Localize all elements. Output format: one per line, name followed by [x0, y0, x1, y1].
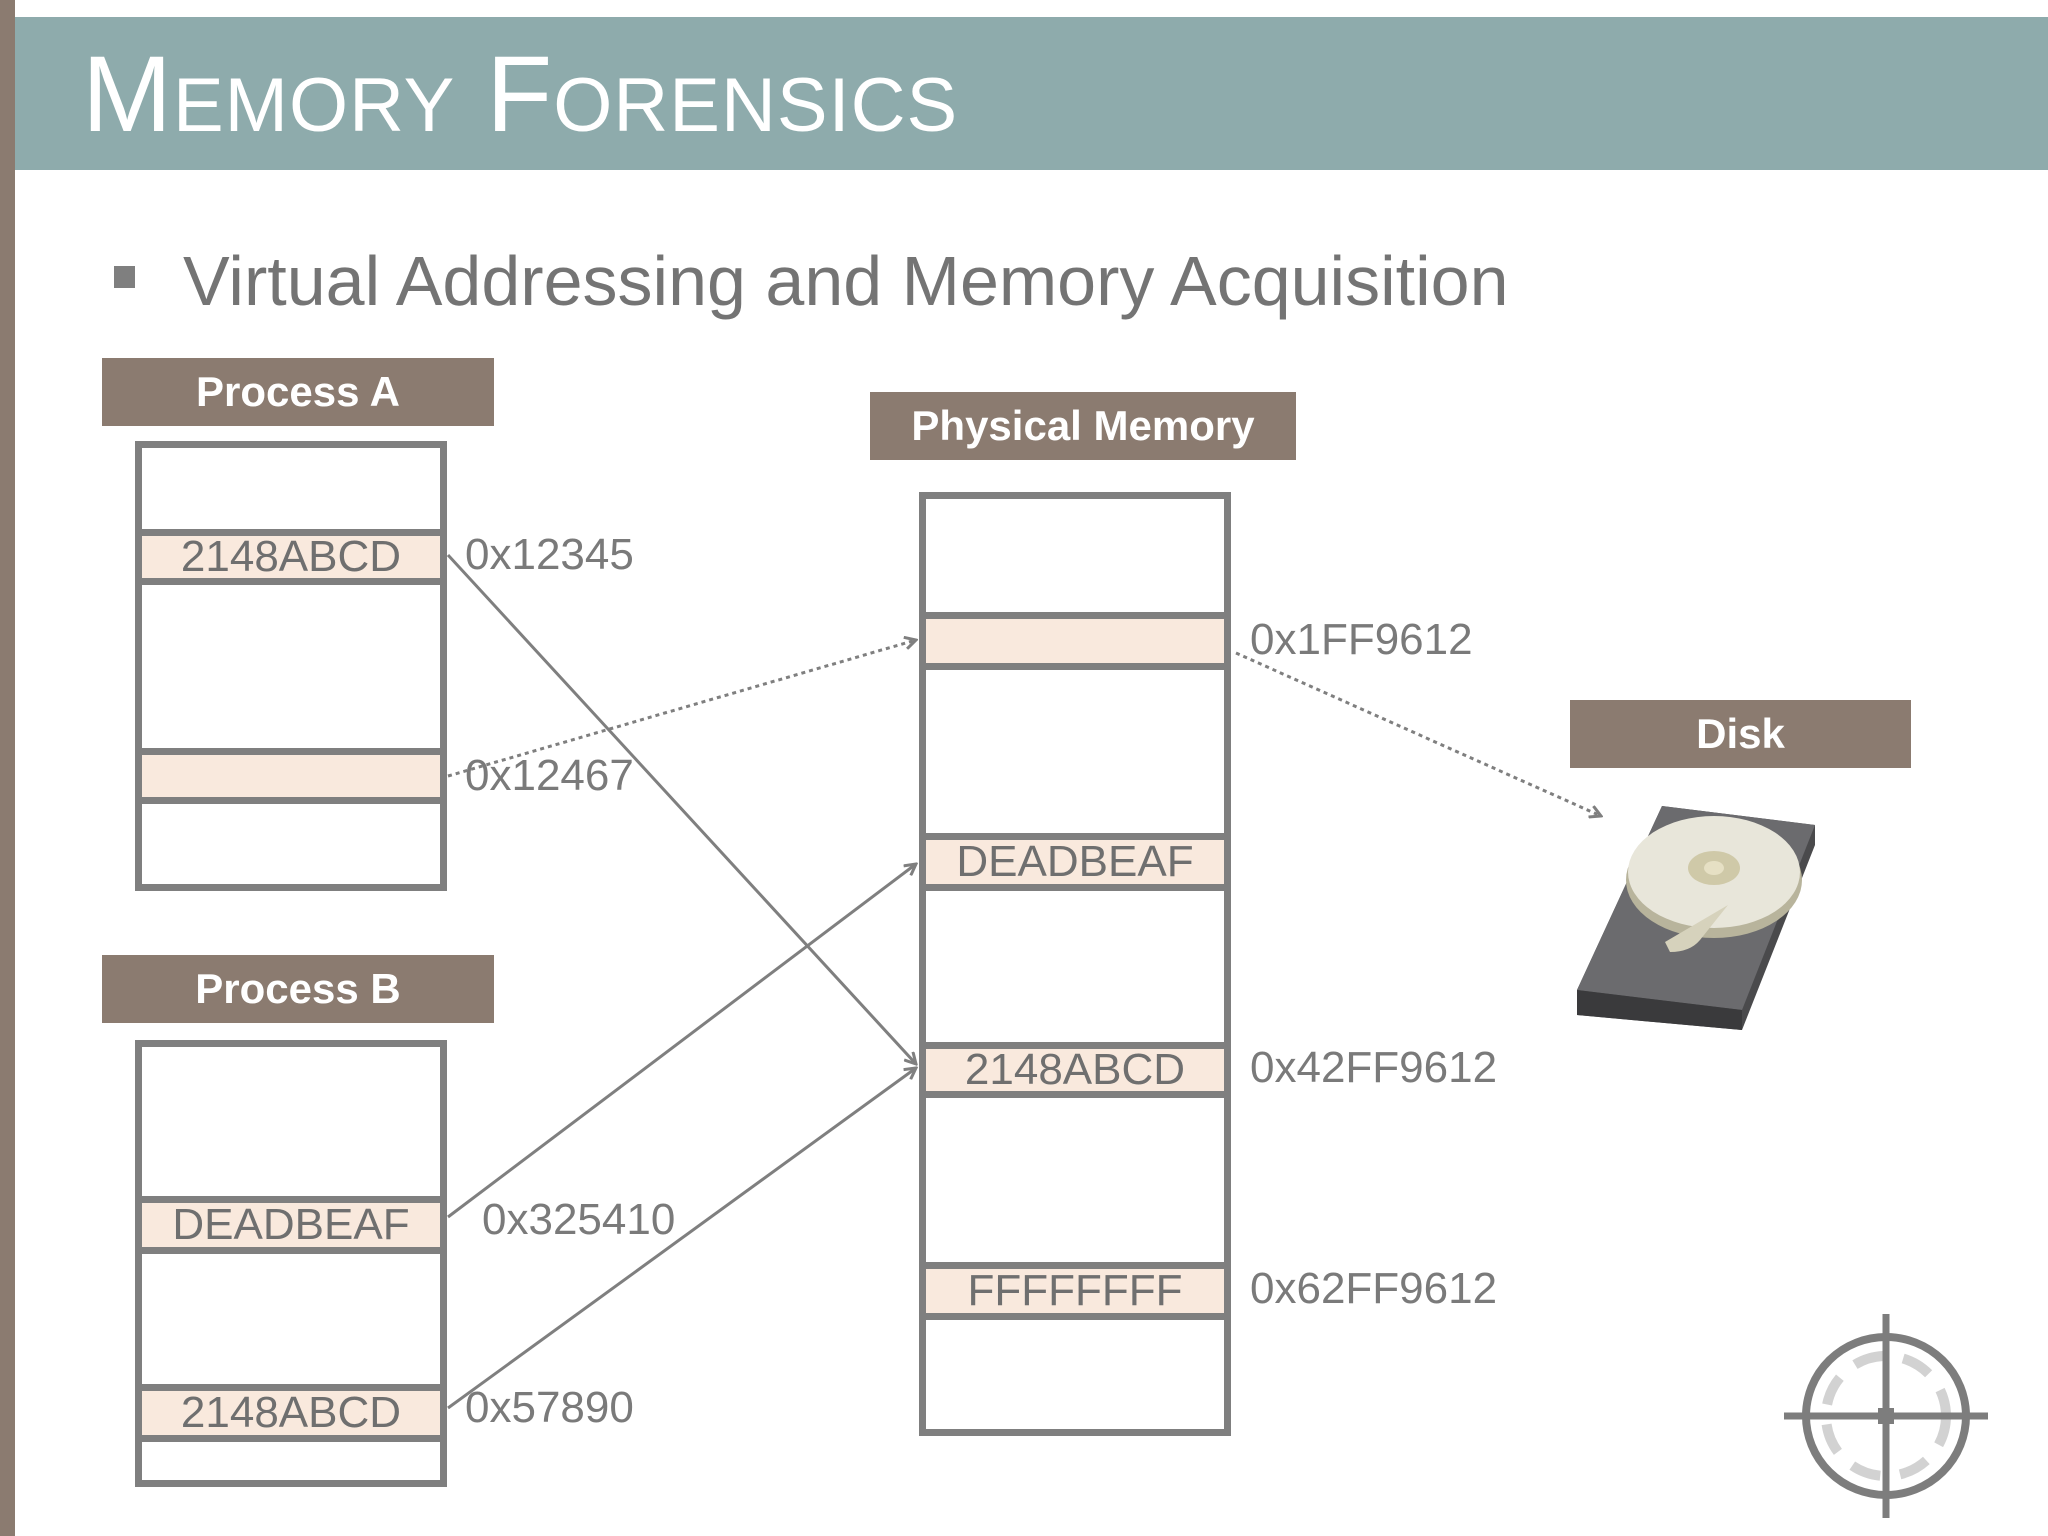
physical-row-2: DEADBEAF — [926, 833, 1224, 891]
process-b-memory-box: DEADBEAF 2148ABCD — [135, 1040, 447, 1487]
physical-address-3: 0x62FF9612 — [1250, 1264, 1498, 1313]
disk-label: Disk — [1570, 700, 1911, 768]
physical-address-1: 0x1FF9612 — [1250, 615, 1473, 664]
process-a-address-1: 0x12345 — [465, 530, 634, 579]
arrow-b1-to-physical — [447, 864, 916, 1219]
arrow-physical-to-disk-dotted — [1235, 651, 1601, 816]
hard-disk-icon — [1577, 806, 1815, 1030]
process-a-label: Process A — [102, 358, 494, 426]
process-a-address-2: 0x12467 — [465, 751, 634, 800]
arrow-a1-to-physical — [446, 553, 916, 1064]
physical-row-4: FFFFFFFF — [926, 1262, 1224, 1320]
crosshair-logo — [1784, 1314, 1988, 1518]
process-b-label: Process B — [102, 955, 494, 1023]
process-a-row-2 — [142, 748, 440, 804]
physical-row-3: 2148ABCD — [926, 1042, 1224, 1098]
title-band — [15, 17, 2048, 170]
physical-row-1 — [926, 612, 1224, 670]
left-accent-bar — [0, 0, 15, 1536]
process-b-address-2: 0x57890 — [465, 1383, 634, 1432]
arrow-a2-to-physical-dotted — [447, 640, 916, 778]
bullet-icon — [114, 266, 135, 288]
process-b-address-1: 0x325410 — [482, 1195, 676, 1244]
physical-memory-box: DEADBEAF 2148ABCD FFFFFFFF — [919, 492, 1231, 1436]
process-b-row-1: DEADBEAF — [142, 1196, 440, 1254]
physical-address-2: 0x42FF9612 — [1250, 1043, 1498, 1092]
process-a-row-1: 2148ABCD — [142, 529, 440, 585]
process-b-row-2: 2148ABCD — [142, 1384, 440, 1442]
arrow-b2-to-physical — [447, 1068, 916, 1410]
bullet-text: Virtual Addressing and Memory Acquisitio… — [183, 242, 1509, 320]
physical-memory-label: Physical Memory — [870, 392, 1296, 460]
slide-title: Memory Forensics — [82, 33, 959, 154]
process-a-memory-box: 2148ABCD — [135, 441, 447, 891]
